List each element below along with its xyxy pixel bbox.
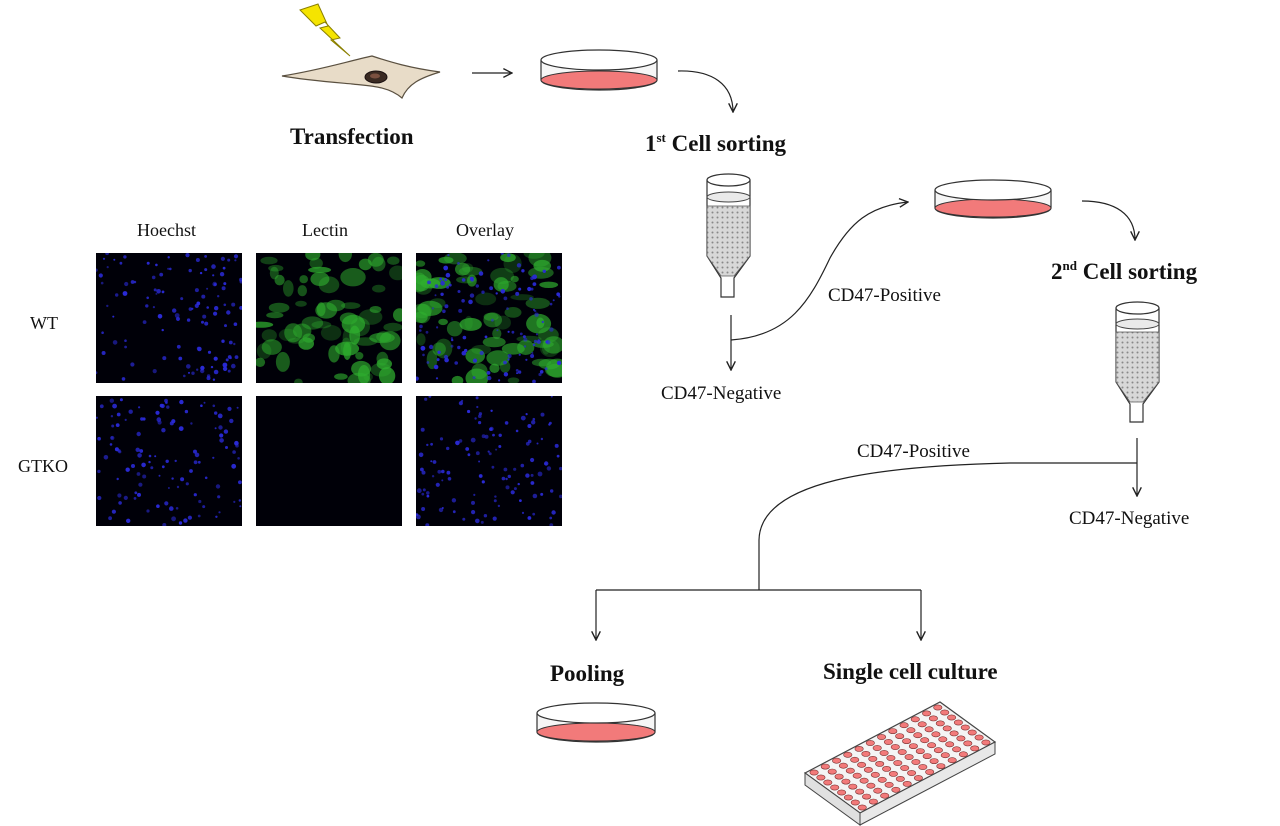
label-first-negative: CD47-Negative	[661, 383, 782, 404]
panel-gtko-hoechst	[96, 396, 242, 526]
label-first-positive: CD47-Positive	[828, 285, 941, 306]
petri-dish-2	[934, 179, 1052, 219]
lightning-bolt-icon	[299, 3, 351, 57]
sorting-column-1	[706, 173, 751, 298]
arrow-to-second-sorting	[1081, 200, 1135, 240]
label-second-positive: CD47-Positive	[857, 441, 970, 462]
col-header-hoechst: Hoechst	[137, 220, 196, 240]
label-second-sorting: 2nd Cell sorting	[1051, 258, 1198, 284]
panel-gtko-overlay	[416, 396, 562, 526]
arrow-to-first-sorting	[677, 70, 733, 112]
label-transfection: Transfection	[290, 124, 414, 149]
label-pooling: Pooling	[550, 661, 625, 686]
petri-dish-pooling	[536, 702, 656, 743]
panel-gtko-lectin	[256, 396, 402, 526]
row-header-wt: WT	[30, 313, 58, 333]
panel-wt-hoechst	[96, 253, 242, 383]
panel-wt-overlay	[416, 253, 562, 383]
col-header-overlay: Overlay	[456, 220, 514, 240]
petri-dish-1	[540, 49, 658, 91]
row-header-gtko: GTKO	[18, 456, 68, 476]
cell-icon	[281, 55, 441, 99]
label-single-cell-culture: Single cell culture	[823, 659, 998, 684]
arrow-first-positive	[730, 202, 908, 341]
arrow-second-positive	[758, 462, 1137, 590]
panel-wt-lectin	[256, 253, 402, 383]
sorting-column-2	[1115, 301, 1160, 423]
multiwell-plate	[803, 701, 997, 826]
label-second-negative: CD47-Negative	[1069, 508, 1190, 529]
col-header-lectin: Lectin	[302, 220, 348, 240]
label-first-sorting: 1st Cell sorting	[645, 130, 786, 156]
